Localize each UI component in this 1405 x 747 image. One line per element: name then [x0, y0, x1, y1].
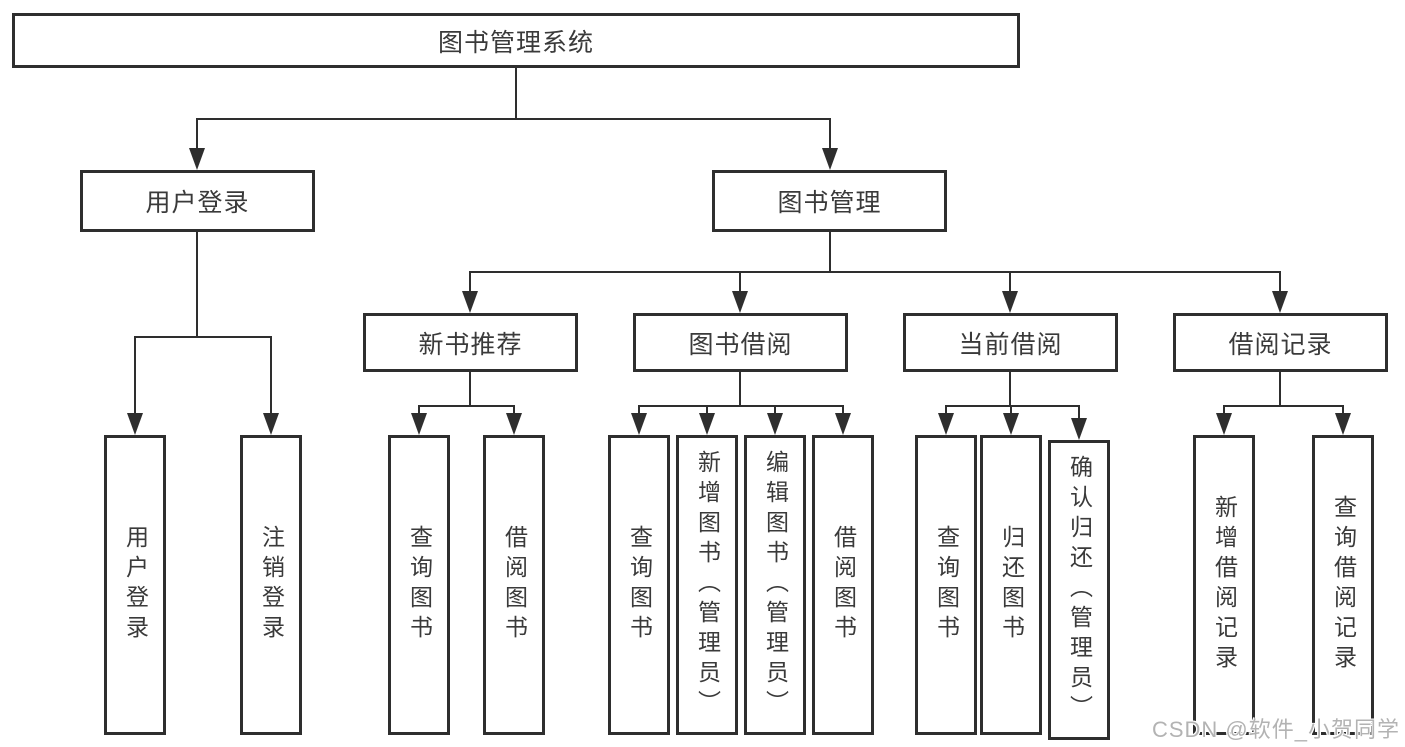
arrow-down-icon	[1002, 291, 1018, 313]
leaf-query-books-recommend: 查询图书	[388, 435, 450, 735]
leaf-edit-book-admin: 编辑图书（管理员）	[744, 435, 806, 735]
leaf-query-borrow-record: 查询借阅记录	[1312, 435, 1374, 735]
connector-recommend-drop-1	[418, 405, 420, 415]
leaf-logout-login-label: 注销登录	[258, 525, 285, 645]
connector-user-login-drop-2	[270, 336, 272, 414]
arrow-down-icon	[767, 413, 783, 435]
connector-current-drop-2	[1010, 405, 1012, 415]
connector-borrowing-drop-4	[842, 405, 844, 415]
node-book-management-label: 图书管理	[777, 189, 882, 217]
connector-records-drop-1	[1223, 405, 1225, 415]
connector-borrowing-stem	[739, 372, 741, 405]
arrow-down-icon	[263, 413, 279, 435]
arrow-down-icon	[127, 413, 143, 435]
leaf-return-book: 归还图书	[980, 435, 1042, 735]
arrow-down-icon	[506, 413, 522, 435]
node-new-book-recommendation: 新书推荐	[363, 313, 578, 372]
leaf-add-borrow-record: 新增借阅记录	[1193, 435, 1255, 735]
arrow-down-icon	[1335, 413, 1351, 435]
node-user-login-branch: 用户登录	[80, 170, 315, 232]
connector-records-drop-2	[1342, 405, 1344, 415]
arrow-down-icon	[1272, 291, 1288, 313]
connector-current-drop-1	[945, 405, 947, 415]
arrow-down-icon	[631, 413, 647, 435]
connector-root-drop-left	[196, 118, 198, 152]
node-current-borrowing-label: 当前借阅	[958, 330, 1063, 359]
leaf-borrow-books-borrowing: 借阅图书	[812, 435, 874, 735]
arrow-down-icon	[189, 148, 205, 170]
node-user-login-branch-label: 用户登录	[145, 189, 250, 217]
leaf-add-book-admin-label: 新增图书（管理员）	[694, 450, 721, 720]
connector-book-mgmt-drop-1	[469, 271, 471, 293]
node-borrowing-records-label: 借阅记录	[1228, 330, 1333, 359]
arrow-down-icon	[1071, 418, 1087, 440]
arrow-down-icon	[411, 413, 427, 435]
arrow-down-icon	[822, 148, 838, 170]
connector-records-bus	[1223, 405, 1344, 407]
arrow-down-icon	[462, 291, 478, 313]
node-book-management: 图书管理	[712, 170, 947, 232]
node-current-borrowing: 当前借阅	[903, 313, 1118, 372]
leaf-edit-book-admin-label: 编辑图书（管理员）	[762, 450, 789, 720]
connector-recommend-drop-2	[513, 405, 515, 415]
connector-current-stem	[1009, 372, 1011, 405]
leaf-add-book-admin: 新增图书（管理员）	[676, 435, 738, 735]
arrow-down-icon	[1216, 413, 1232, 435]
connector-root-drop-right	[829, 118, 831, 152]
watermark-text: CSDN @软件_小贺同学	[1151, 717, 1400, 742]
arrow-down-icon	[732, 291, 748, 313]
node-new-book-recommendation-label: 新书推荐	[418, 330, 523, 359]
connector-book-mgmt-drop-3	[1009, 271, 1011, 293]
leaf-borrow-books-borrowing-label: 借阅图书	[830, 525, 857, 645]
node-book-borrowing-label: 图书借阅	[688, 330, 793, 359]
leaf-query-books-borrowing: 查询图书	[608, 435, 670, 735]
connector-root-bus	[196, 118, 831, 120]
connector-book-mgmt-bus	[469, 271, 1281, 273]
leaf-user-login: 用户登录	[104, 435, 166, 735]
leaf-logout-login: 注销登录	[240, 435, 302, 735]
arrow-down-icon	[835, 413, 851, 435]
connector-recommend-stem	[469, 372, 471, 405]
connector-book-mgmt-stem	[829, 232, 831, 271]
connector-book-mgmt-drop-4	[1279, 271, 1281, 293]
connector-book-mgmt-drop-2	[739, 271, 741, 293]
connector-user-login-bus	[134, 336, 272, 338]
leaf-borrow-books-recommend-label: 借阅图书	[501, 525, 528, 645]
leaf-confirm-return-admin-label: 确认归还（管理员）	[1066, 455, 1093, 725]
leaf-add-borrow-record-label: 新增借阅记录	[1211, 495, 1238, 675]
node-book-borrowing: 图书借阅	[633, 313, 848, 372]
leaf-user-login-label: 用户登录	[122, 525, 149, 645]
connector-records-stem	[1279, 372, 1281, 405]
leaf-query-books-current: 查询图书	[915, 435, 977, 735]
connector-current-bus	[945, 405, 1080, 407]
leaf-query-books-borrowing-label: 查询图书	[626, 525, 653, 645]
node-root: 图书管理系统	[12, 13, 1020, 68]
leaf-confirm-return-admin: 确认归还（管理员）	[1048, 440, 1110, 740]
connector-borrowing-bus	[638, 405, 844, 407]
arrow-down-icon	[938, 413, 954, 435]
connector-user-login-stem	[196, 232, 198, 336]
connector-user-login-drop-1	[134, 336, 136, 414]
leaf-query-borrow-record-label: 查询借阅记录	[1330, 495, 1357, 675]
connector-borrowing-drop-3	[774, 405, 776, 415]
leaf-query-books-recommend-label: 查询图书	[406, 525, 433, 645]
leaf-borrow-books-recommend: 借阅图书	[483, 435, 545, 735]
connector-recommend-bus	[418, 405, 515, 407]
connector-borrowing-drop-1	[638, 405, 640, 415]
leaf-return-book-label: 归还图书	[998, 525, 1025, 645]
node-borrowing-records: 借阅记录	[1173, 313, 1388, 372]
leaf-query-books-current-label: 查询图书	[933, 525, 960, 645]
arrow-down-icon	[699, 413, 715, 435]
connector-root-stem	[515, 68, 517, 118]
connector-current-drop-3	[1078, 405, 1080, 420]
node-root-label: 图书管理系统	[437, 28, 594, 57]
connector-borrowing-drop-2	[706, 405, 708, 415]
arrow-down-icon	[1003, 413, 1019, 435]
